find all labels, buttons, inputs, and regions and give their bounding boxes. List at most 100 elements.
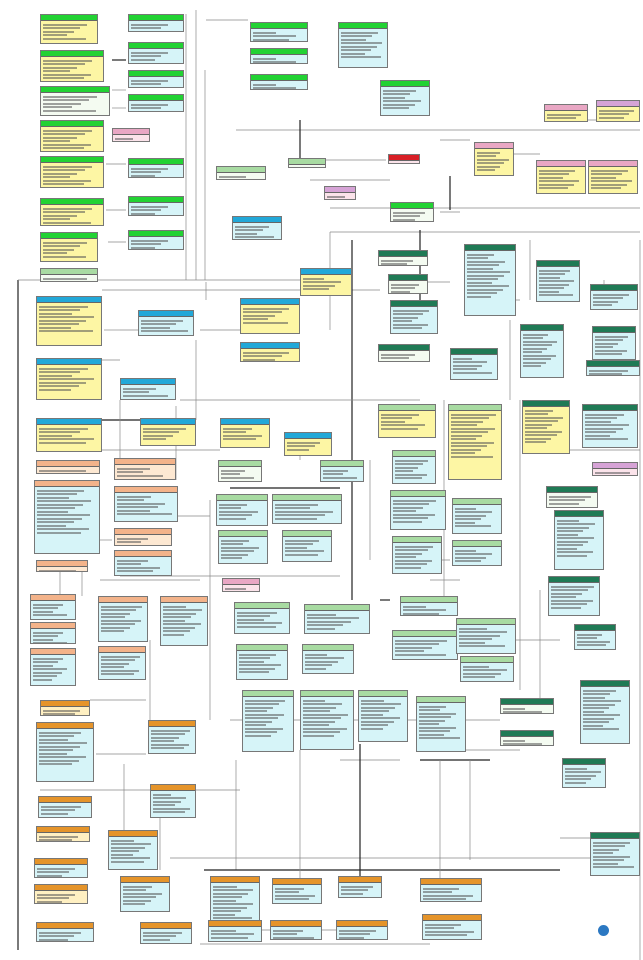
entity-header	[379, 251, 427, 257]
attribute-line	[213, 885, 238, 888]
entity-body	[41, 21, 97, 42]
attribute-line	[245, 731, 278, 733]
entity-body	[337, 927, 387, 939]
entity-body	[283, 537, 331, 558]
attribute-line	[163, 609, 202, 611]
attribute-line	[213, 903, 253, 905]
attribute-line	[41, 809, 75, 811]
attribute-line	[503, 711, 543, 713]
attribute-line	[43, 23, 88, 26]
entity-box	[38, 796, 92, 818]
entity-header	[391, 491, 445, 497]
entity-header	[219, 531, 267, 537]
attribute-line	[539, 173, 569, 175]
attribute-line	[451, 438, 476, 440]
attribute-line	[381, 427, 418, 430]
entity-header	[115, 551, 171, 557]
entity-header	[301, 691, 353, 697]
entity-header	[587, 361, 639, 367]
attribute-line	[585, 420, 611, 423]
entity-box	[288, 158, 326, 168]
attribute-line	[163, 612, 197, 615]
entity-header	[37, 297, 101, 303]
entity-box	[36, 358, 102, 400]
attribute-line	[101, 623, 136, 625]
attribute-line	[37, 874, 63, 877]
attribute-line	[525, 441, 546, 443]
attribute-line	[419, 726, 456, 729]
entity-body	[401, 603, 457, 615]
attribute-line	[221, 543, 243, 545]
attribute-line	[455, 518, 481, 520]
attribute-line	[37, 871, 69, 873]
entity-header	[41, 157, 103, 163]
attribute-line	[273, 936, 314, 939]
entity-box	[112, 128, 150, 142]
entity-body	[217, 501, 267, 522]
attribute-line	[305, 660, 338, 663]
attribute-line	[287, 441, 321, 444]
attribute-line	[131, 55, 161, 57]
attribute-line	[583, 728, 620, 730]
entity-header	[149, 721, 195, 727]
entity-box	[34, 884, 88, 904]
attribute-line	[213, 913, 236, 916]
attribute-line	[221, 546, 260, 549]
entity-header	[41, 51, 103, 57]
attribute-line	[307, 617, 359, 619]
attribute-line	[43, 129, 93, 132]
attribute-line	[599, 113, 629, 115]
entity-body	[289, 165, 325, 167]
entity-box	[30, 594, 76, 620]
entity-body	[501, 737, 553, 745]
attribute-line	[577, 640, 611, 643]
entity-box	[114, 550, 172, 576]
entity-body	[421, 885, 481, 901]
entity-box	[36, 460, 100, 474]
attribute-line	[221, 557, 243, 559]
attribute-line	[393, 309, 429, 312]
entity-box	[40, 700, 90, 716]
entity-header	[41, 121, 103, 127]
attribute-line	[339, 929, 377, 932]
entity-box	[148, 720, 196, 754]
attribute-line	[117, 467, 151, 470]
attribute-line	[589, 373, 622, 375]
attribute-line	[163, 619, 186, 622]
attribute-line	[287, 445, 315, 447]
attribute-line	[459, 631, 507, 633]
entity-body	[121, 385, 175, 399]
entity-body	[115, 493, 177, 518]
attribute-line	[523, 354, 557, 357]
attribute-line	[43, 147, 84, 149]
entity-header	[393, 631, 457, 637]
entity-body	[393, 543, 441, 571]
entity-box	[390, 202, 434, 222]
attribute-line	[593, 855, 630, 858]
attribute-line	[381, 424, 425, 426]
attribute-line	[43, 183, 84, 185]
entity-header	[241, 299, 299, 305]
attribute-line	[111, 853, 134, 856]
entity-body	[451, 355, 497, 376]
attribute-line	[223, 438, 257, 440]
attribute-line	[419, 716, 451, 718]
attribute-line	[153, 793, 171, 796]
entity-body	[37, 467, 99, 473]
attribute-line	[395, 646, 432, 649]
attribute-line	[467, 264, 500, 266]
entity-box	[284, 432, 332, 456]
attribute-line	[101, 630, 124, 632]
attribute-line	[37, 507, 76, 509]
attribute-line	[539, 276, 560, 279]
attribute-line	[303, 284, 335, 287]
attribute-line	[525, 416, 564, 419]
attribute-line	[525, 437, 552, 440]
attribute-line	[39, 438, 95, 440]
entity-box	[324, 186, 356, 200]
attribute-line	[557, 519, 579, 522]
entity-body	[465, 251, 515, 300]
attribute-line	[39, 305, 88, 308]
attribute-line	[39, 931, 82, 934]
attribute-line	[459, 645, 506, 647]
